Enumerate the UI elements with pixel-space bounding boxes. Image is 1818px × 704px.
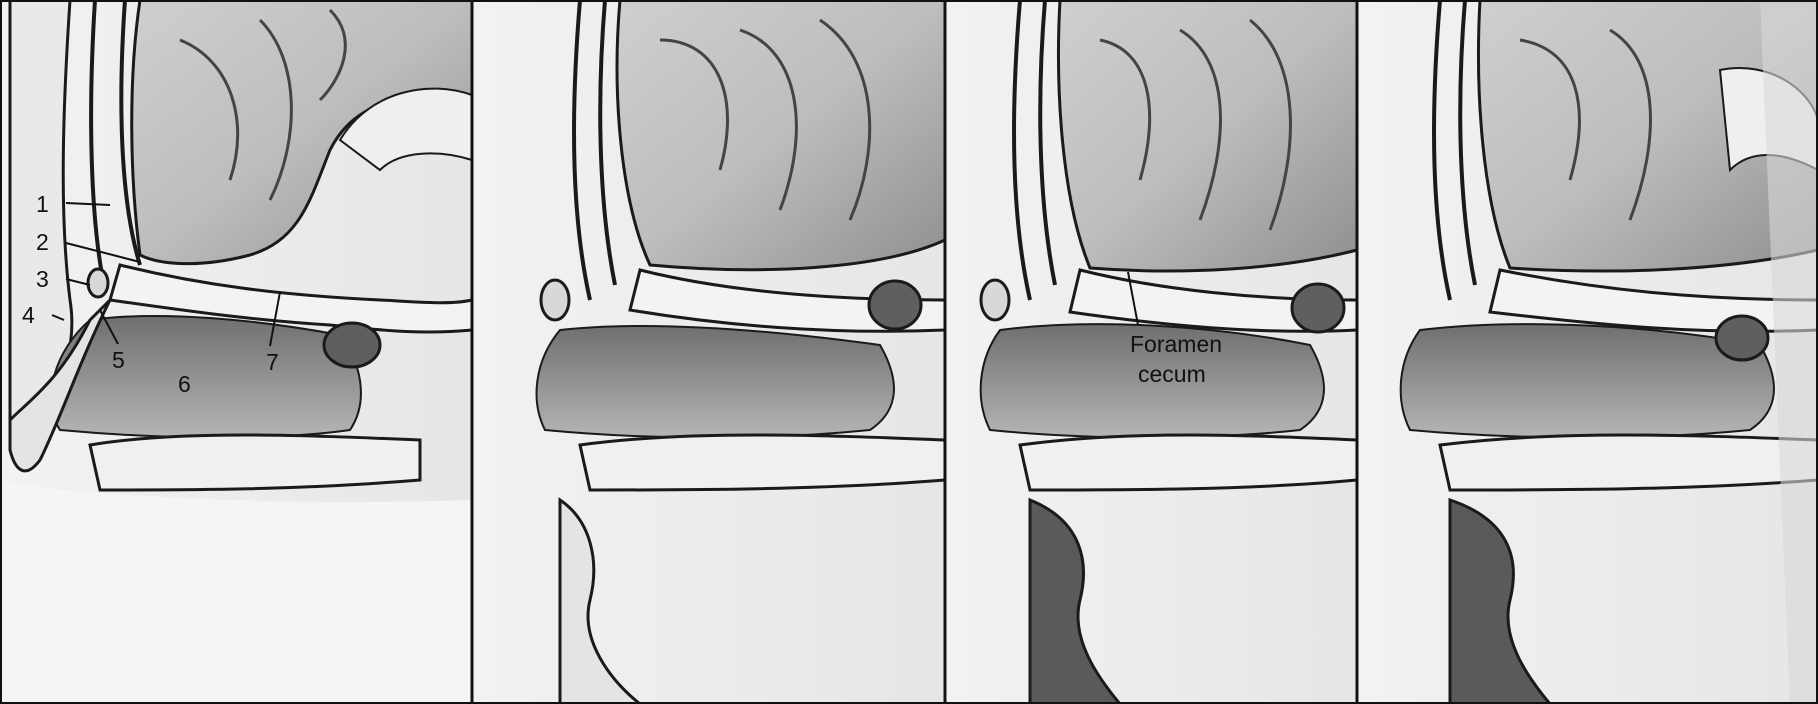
panel-2 <box>474 0 945 704</box>
annotation-cecum: cecum <box>1138 361 1206 387</box>
label-5: 5 <box>112 347 125 373</box>
label-3: 3 <box>36 266 49 292</box>
label-4: 4 <box>22 302 35 328</box>
nasal-cavity <box>537 326 894 438</box>
panel-3: Foramen cecum <box>947 0 1357 704</box>
label-6: 6 <box>178 371 191 397</box>
label-7: 7 <box>266 349 279 375</box>
label-1: 1 <box>36 191 49 217</box>
panel-1: 1 2 3 4 5 6 7 <box>0 0 472 704</box>
annotation-foramen: Foramen <box>1130 331 1222 357</box>
label-2: 2 <box>36 229 49 255</box>
nasal-cavity <box>51 316 361 438</box>
panel-4 <box>1359 0 1818 704</box>
